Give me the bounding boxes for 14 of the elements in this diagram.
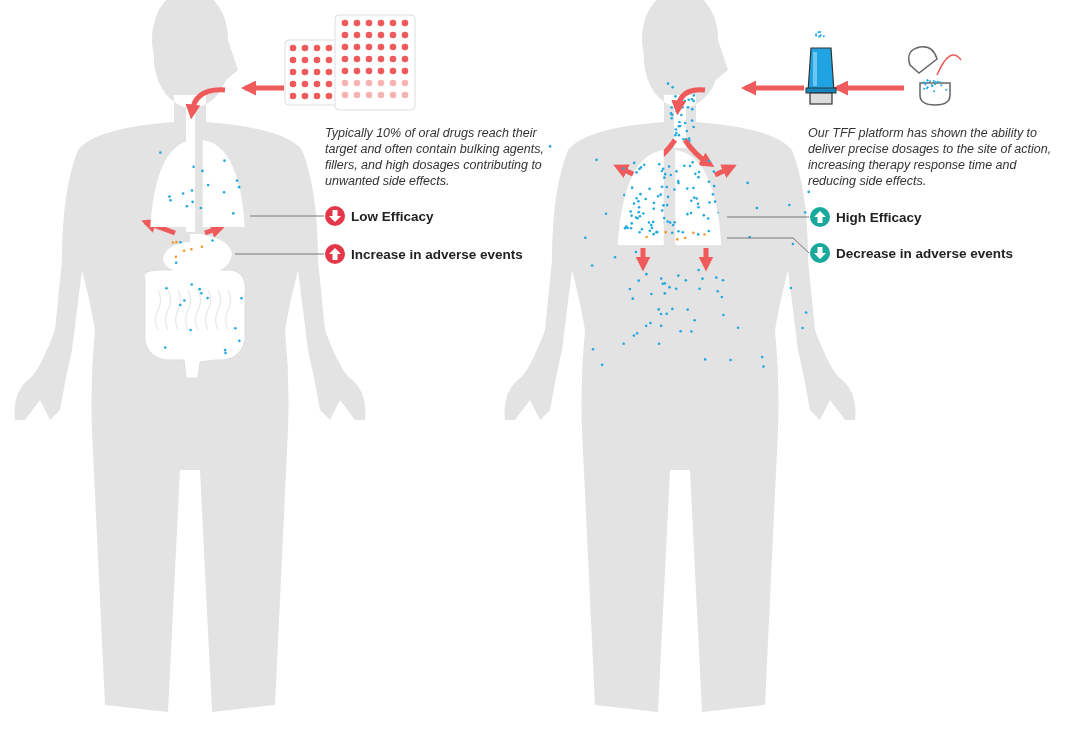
leader-line (726, 237, 810, 254)
arrow (141, 218, 176, 236)
leader-line (234, 253, 325, 255)
arrow (741, 80, 804, 96)
description-text: Our TFF platform has shown the ability to deliver precise dosages to the site of action, increasing therapy response time and reducing side effects. (808, 125, 1053, 189)
description-text: Typically 10% of oral drugs reach their target and often contain bulking agents, fillers, and high dosages contributing to unwanted side effects. (325, 125, 545, 189)
leader-line (726, 216, 810, 218)
callout-label: Low Efficacy (351, 208, 434, 224)
callout-label: High Efficacy (836, 209, 922, 225)
callout-label: Decrease in adverse events (836, 245, 1014, 261)
arrow (833, 80, 904, 96)
arrow (241, 80, 284, 96)
leader-line (249, 215, 325, 217)
callout-label: Increase in adverse events (351, 246, 523, 262)
